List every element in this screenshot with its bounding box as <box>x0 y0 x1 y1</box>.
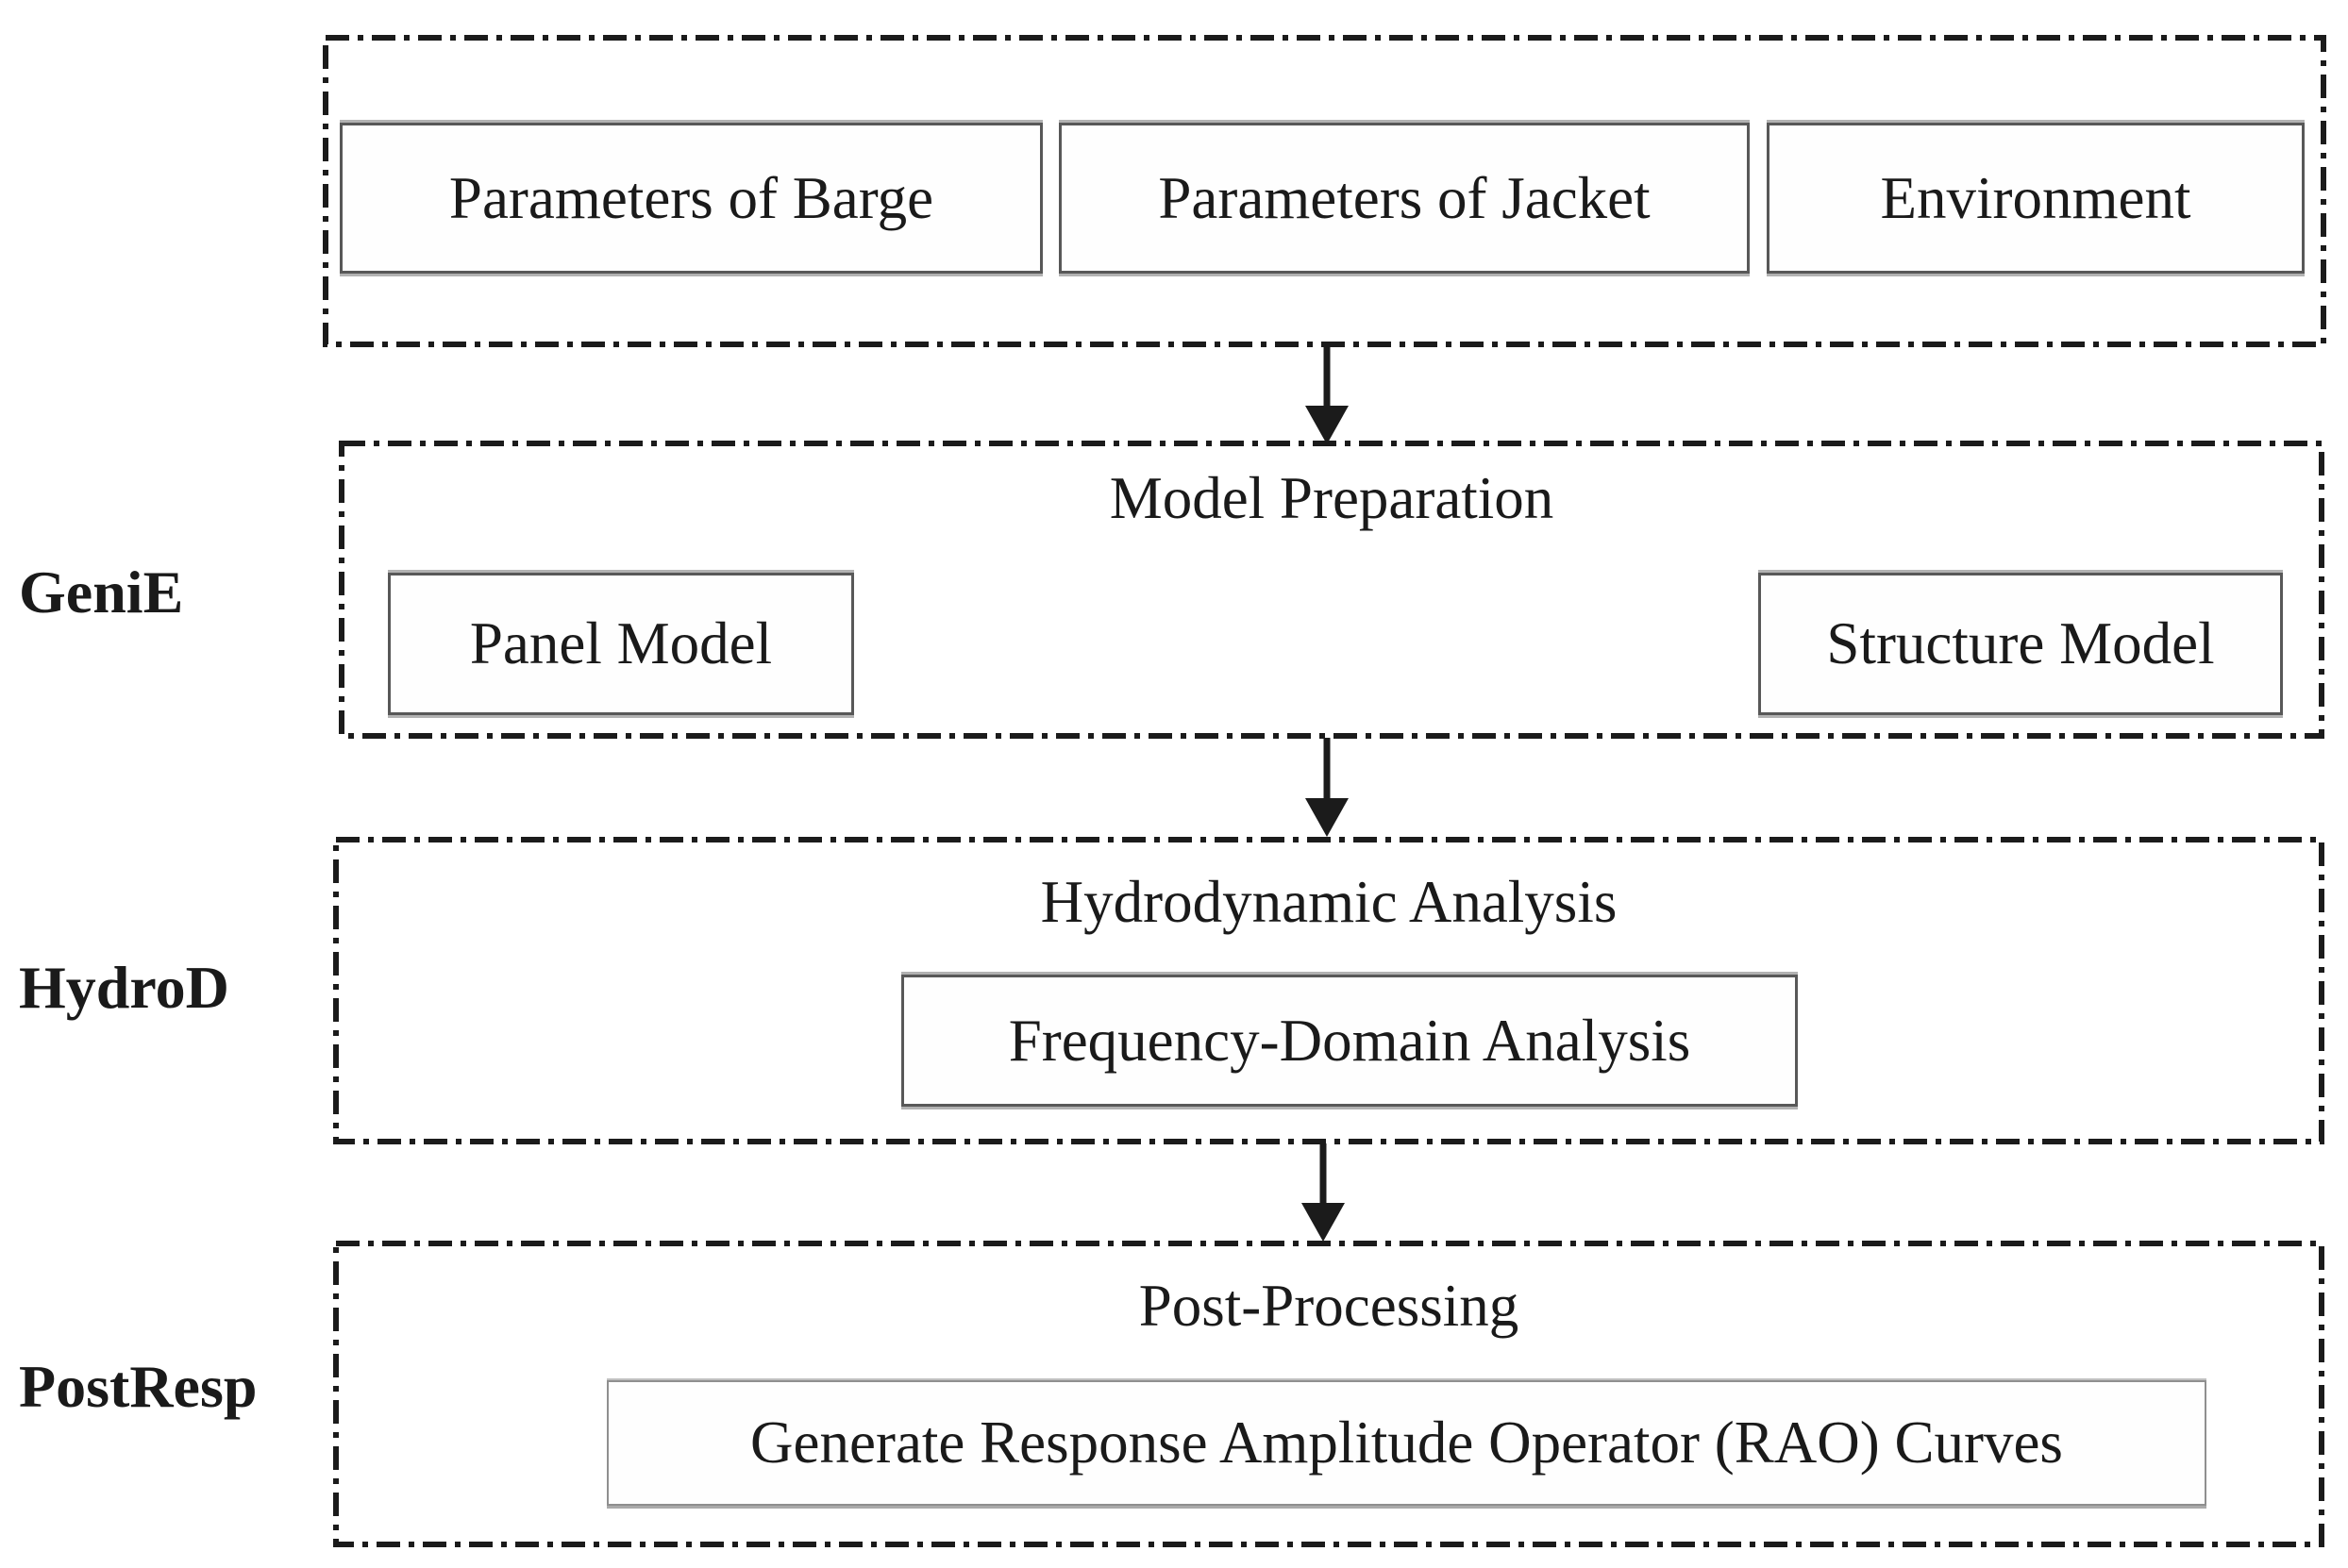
tool-label-hydrod: HydroD <box>19 954 229 1021</box>
inputs-section-border <box>323 35 2326 347</box>
postresp-section-border <box>333 1241 2324 1547</box>
box-parameters-of-jacket: Parameters of Jacket <box>1059 123 1750 274</box>
arrow-hydrod-to-postresp <box>1301 1143 1345 1242</box>
box-label: Frequency-Domain Analysis <box>1008 1007 1691 1074</box>
box-label: Parameters of Barge <box>448 164 934 231</box>
box-label: Structure Model <box>1826 610 2215 677</box>
arrow-head-icon <box>1305 798 1349 837</box>
section-title-hydrodynamic-analysis: Hydrodynamic Analysis <box>1040 869 1618 935</box>
box-frequency-domain-analysis: Frequency-Domain Analysis <box>901 975 1798 1107</box>
box-label: Generate Response Amplitude Operator (RA… <box>750 1410 2063 1476</box>
tool-label-genie: GeniE <box>19 559 184 626</box>
arrow-genie-to-hydrod <box>1305 738 1349 837</box>
box-label: Panel Model <box>469 610 773 677</box>
box-label: Environment <box>1880 164 2191 231</box>
arrow-head-icon <box>1305 406 1349 444</box>
arrow-head-icon <box>1301 1203 1345 1242</box>
genie-section-border <box>339 441 2324 739</box>
box-panel-model: Panel Model <box>388 573 854 715</box>
hydrod-section-border <box>333 837 2324 1144</box>
box-environment: Environment <box>1767 123 2305 274</box>
section-title-post-processing: Post-Processing <box>1138 1273 1519 1339</box>
tool-label-postresp: PostResp <box>19 1353 258 1420</box>
box-structure-model: Structure Model <box>1758 573 2283 715</box>
section-title-model-preparation: Model Preparation <box>1109 465 1554 531</box>
box-label: Parameters of Jacket <box>1158 164 1651 231</box>
box-generate-rao-curves: Generate Response Amplitude Operator (RA… <box>607 1380 2206 1506</box>
box-parameters-of-barge: Parameters of Barge <box>340 123 1043 274</box>
arrow-inputs-to-genie <box>1305 347 1349 444</box>
